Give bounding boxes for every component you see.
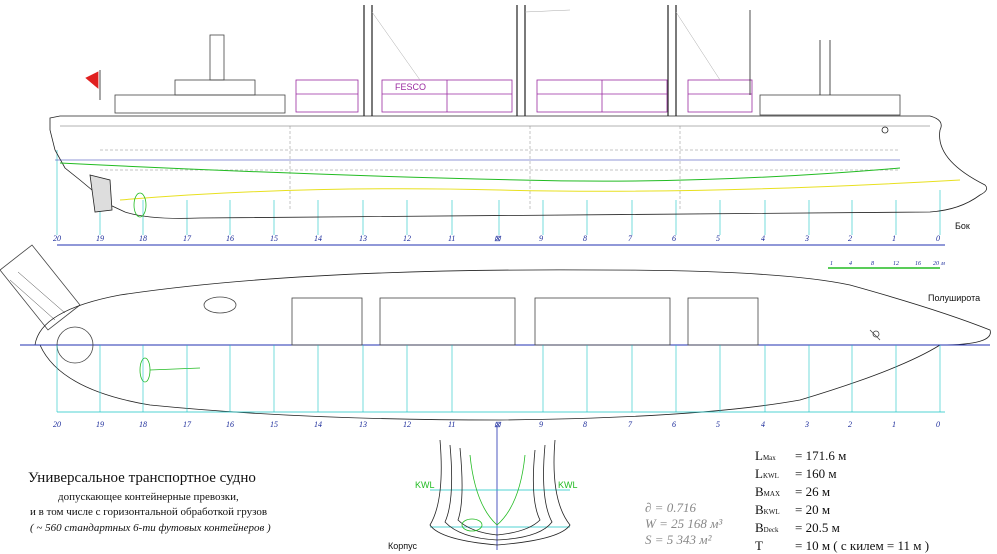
deck-outline: [34, 269, 991, 346]
hull-profile-outline: [49, 115, 988, 219]
waterline-green: [59, 162, 901, 182]
station-number: 3: [804, 234, 809, 243]
station-number: 17: [183, 234, 192, 243]
station-number: 2: [848, 234, 852, 243]
station-number: 6: [672, 234, 676, 243]
spec-row: LMax= 171.6 м: [755, 448, 847, 463]
scale-tick-label: 8: [871, 261, 874, 267]
coef-s: S = 5 343 м²: [645, 532, 712, 547]
ship-subtitle-3: ( ~ 560 стандартных 6-ти футовых контейн…: [30, 522, 271, 534]
station-number: 11: [448, 420, 455, 429]
station-number: 19: [96, 420, 104, 429]
station-number: 15: [270, 420, 278, 429]
station-number: 11: [448, 234, 455, 243]
station-number: 18: [139, 234, 147, 243]
scale-tick-label: 1: [830, 261, 833, 267]
station-number: 3: [804, 420, 809, 429]
station-number: 14: [314, 234, 322, 243]
station-number: 17: [183, 420, 192, 429]
coef-delta: ∂ = 0.716: [645, 500, 696, 515]
spec-row: LKWL= 160 м: [755, 466, 837, 481]
hatch-openings: [291, 297, 759, 346]
station-number: 12: [403, 420, 411, 429]
propeller: [133, 192, 147, 218]
spec-row: T= 10 м ( с килем = 11 м ): [755, 538, 930, 553]
station-number: 7: [628, 234, 633, 243]
station-numbers-bottom: 20 19 18 17 16 15 14 13 12 11 9 8 7 6 5 4 3 2 1 0 ⊠: [53, 420, 940, 429]
station-number: 8: [583, 420, 587, 429]
cargo-brand-label: FESCO: [395, 82, 426, 92]
station-number: 2: [848, 420, 852, 429]
station-lines-profile: [56, 150, 941, 235]
station-number: 14: [314, 420, 322, 429]
station-number: 7: [628, 420, 633, 429]
station-number: 8: [583, 234, 587, 243]
station-number: 5: [716, 420, 720, 429]
scale-tick-label: 16: [915, 261, 921, 267]
station-number: 15: [270, 234, 278, 243]
station-number: 19: [96, 234, 104, 243]
profile-label: Бок: [955, 221, 970, 231]
station-number: 4: [761, 234, 765, 243]
kwl-label-right: KWL: [558, 480, 578, 490]
station-number: 12: [403, 234, 411, 243]
station-number: 13: [359, 234, 367, 243]
scale-unit: м: [940, 261, 945, 267]
ship-title: Универсальное транспортное судно: [28, 470, 256, 486]
container-stacks: [295, 79, 753, 113]
spec-row: BDeck= 20.5 м: [755, 520, 840, 535]
station-number: 4: [761, 420, 765, 429]
scale-tick-label: 20: [933, 261, 939, 267]
section-label: Корпус: [388, 541, 418, 551]
station-number: 18: [139, 420, 147, 429]
station-number: 16: [226, 234, 234, 243]
rudder: [89, 174, 113, 213]
station-number: 0: [936, 420, 940, 429]
coef-w: W = 25 168 м³: [645, 516, 723, 531]
spec-row: BKWL= 20 м: [755, 502, 831, 517]
station-number: 6: [672, 420, 676, 429]
plan-label: Полуширота: [928, 293, 980, 303]
station-number: 16: [226, 420, 234, 429]
crane-masts: [363, 5, 677, 116]
station-number: 0: [936, 234, 940, 243]
profile-view: [49, 5, 988, 235]
station-number: 20: [53, 420, 61, 429]
flag: [85, 71, 99, 89]
station-number: 5: [716, 234, 720, 243]
kwl-label-left: KWL: [415, 480, 435, 490]
ship-subtitle-1: допускающее контейнерные превозки,: [58, 491, 239, 503]
station-number: 1: [892, 234, 896, 243]
waterline-yellow: [119, 179, 961, 201]
station-number: 20: [53, 234, 61, 243]
plan-view: [0, 244, 991, 421]
station-numbers-top: 20 19 18 17 16 15 14 13 12 11 9 8 7 6 5 4 3 2 1 0 ⊠: [53, 234, 940, 243]
station-number: 9: [539, 420, 543, 429]
station-number: 1: [892, 420, 896, 429]
midship-mark: ⊠: [494, 234, 502, 243]
station-number: 9: [539, 234, 543, 243]
ship-subtitle-2: и в том числе с горизонтальной обработко…: [30, 506, 268, 518]
spec-row: BMAX= 26 м: [755, 484, 831, 499]
hatch-cover-open: [0, 244, 81, 331]
scale-tick-label: 12: [893, 261, 899, 267]
station-number: 13: [359, 420, 367, 429]
body-plan: [429, 425, 571, 550]
midship-mark: ⊠: [494, 420, 502, 429]
scale-tick-label: 4: [849, 260, 852, 267]
